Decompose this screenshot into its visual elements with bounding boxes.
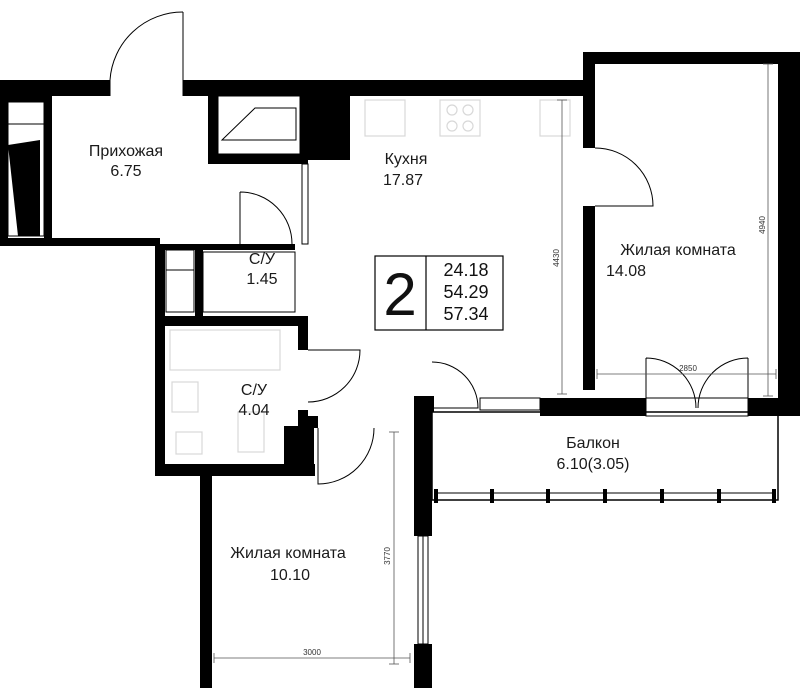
windows xyxy=(417,535,429,645)
dim-bedroom1-depth: 4940 xyxy=(758,216,767,234)
dim-bedroom1-width: 2850 xyxy=(679,364,697,373)
room-area-toilet: 1.45 xyxy=(246,271,277,288)
total-area: 54.29 xyxy=(443,282,488,302)
rooms-count: 2 xyxy=(383,261,416,328)
dimension-lines xyxy=(213,63,777,665)
room-area-bedroom-1: 14.08 xyxy=(606,263,646,280)
fixtures xyxy=(7,95,571,469)
walls xyxy=(0,52,800,688)
total-with-balcony: 57.34 xyxy=(443,304,488,324)
room-area-bathroom: 4.04 xyxy=(238,402,269,419)
room-name-kitchen: Кухня xyxy=(385,151,428,168)
room-name-balcony: Балкон xyxy=(566,435,620,452)
living-area: 24.18 xyxy=(443,260,488,280)
room-name-bedroom-1: Жилая комната xyxy=(620,242,736,259)
dim-bedroom2-width: 3000 xyxy=(303,648,321,657)
dim-bedroom2-depth: 3770 xyxy=(383,547,392,565)
dim-kitchen-depth: 4430 xyxy=(552,249,561,267)
room-area-bedroom-2: 10.10 xyxy=(270,567,310,584)
apartment-summary: 2 24.18 54.29 57.34 xyxy=(374,255,504,331)
balcony xyxy=(431,411,779,503)
room-name-toilet: С/У xyxy=(249,251,276,268)
room-area-kitchen: 17.87 xyxy=(383,172,423,189)
room-area-hallway: 6.75 xyxy=(110,163,141,180)
room-area-balcony: 6.10(3.05) xyxy=(557,456,630,473)
room-name-hallway: Прихожая xyxy=(89,143,163,160)
doors xyxy=(109,11,749,485)
room-name-bedroom-2: Жилая комната xyxy=(230,545,346,562)
room-name-bathroom: С/У xyxy=(241,382,268,399)
